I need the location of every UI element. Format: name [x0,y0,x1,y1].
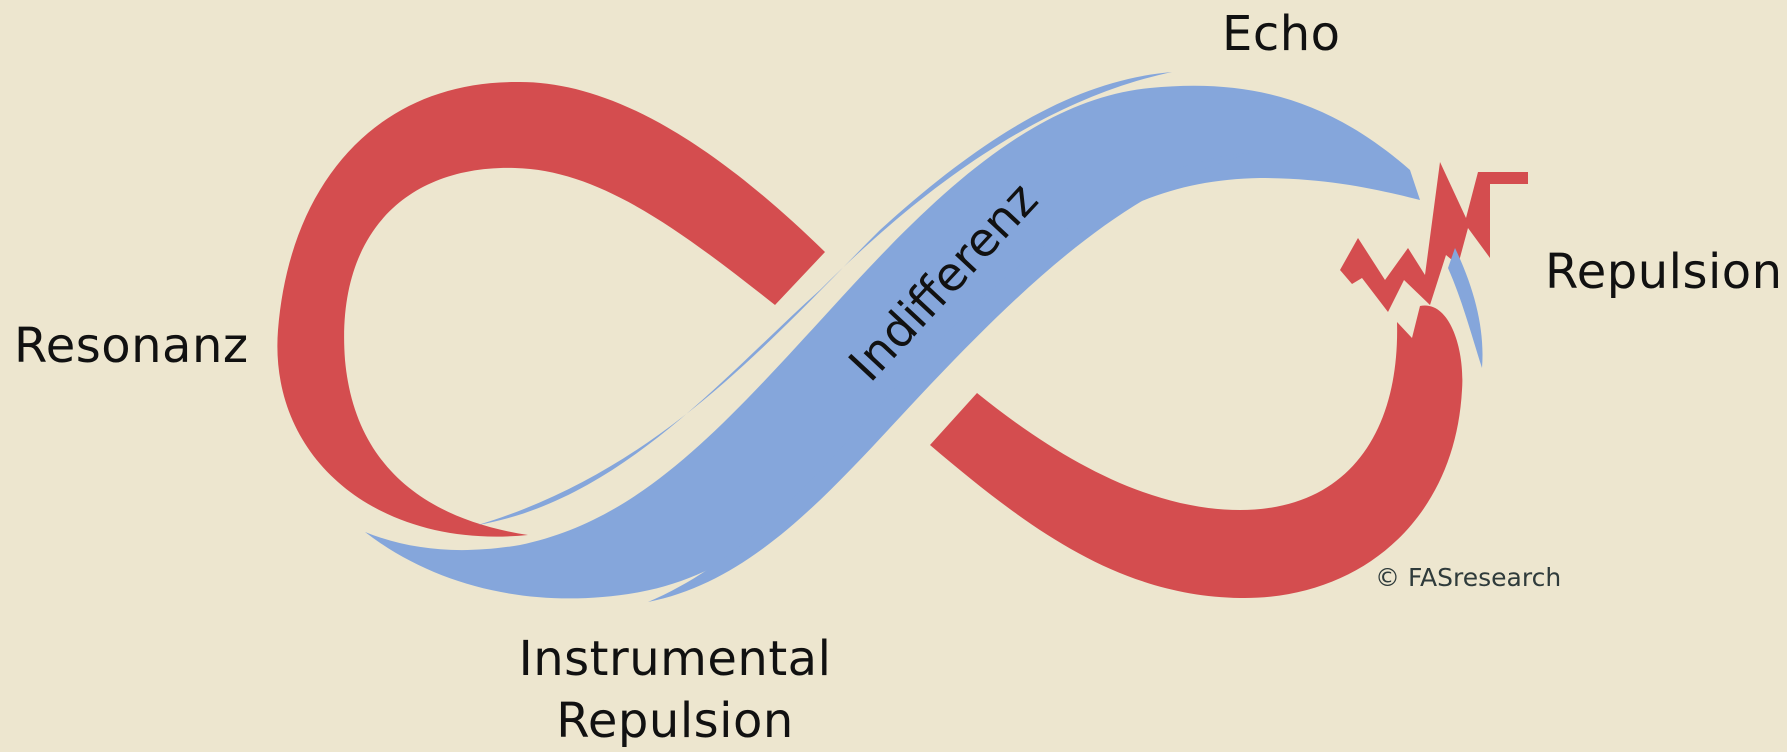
red-band-left-loop [277,81,826,537]
echo-label: Echo [1222,6,1341,62]
instrumental-label-line1: Instrumental [518,631,832,687]
repulsion-label: Repulsion [1545,244,1783,300]
instrumental-repulsion-label: Instrumental Repulsion [510,628,840,752]
blue-band-main [365,85,1420,599]
blue-band-right-tail [1448,248,1483,368]
resonanz-label: Resonanz [14,318,249,374]
lightning-zigzag [1340,162,1528,312]
instrumental-label-line2: Repulsion [556,693,794,749]
copyright-notice: © FASresearch [1375,563,1562,592]
red-band-right-loop [930,305,1463,599]
